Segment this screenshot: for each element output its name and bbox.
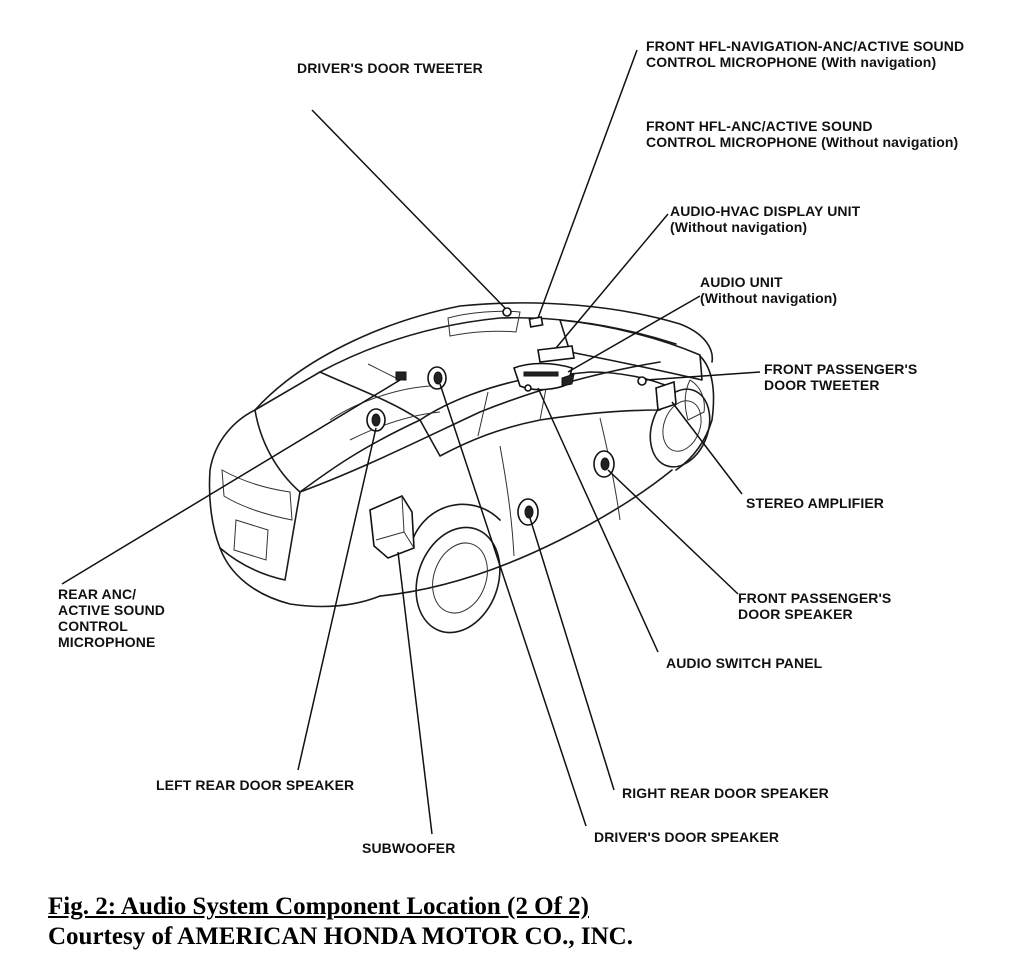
left-rear-speaker-cone bbox=[371, 413, 381, 427]
label-front-passenger-speaker: FRONT PASSENGER'S DOOR SPEAKER bbox=[738, 590, 891, 622]
leader-left-rear-speaker bbox=[297, 427, 377, 771]
figure-caption-credit: Courtesy of AMERICAN HONDA MOTOR CO., IN… bbox=[48, 923, 633, 950]
label-front-hfl-anc-line2: CONTROL MICROPHONE (Without navigation) bbox=[646, 134, 959, 150]
leader-front-microphone bbox=[537, 49, 638, 319]
leader-rear-anc-microphone bbox=[61, 379, 401, 585]
leader-drivers-door-tweeter bbox=[311, 109, 506, 309]
subwoofer-part bbox=[369, 494, 415, 559]
label-drivers-door-tweeter: DRIVER'S DOOR TWEETER bbox=[297, 60, 483, 76]
label-right-rear-door-speaker: RIGHT REAR DOOR SPEAKER bbox=[622, 785, 829, 801]
label-audio-unit-line1: AUDIO UNIT bbox=[700, 274, 783, 290]
label-front-hfl-anc-line1: FRONT HFL-ANC/ACTIVE SOUND bbox=[646, 118, 873, 134]
label-left-rear-speaker-text: LEFT REAR DOOR SPEAKER bbox=[156, 777, 355, 793]
car-front-wheel-rim bbox=[662, 400, 702, 452]
car-door-line-rear bbox=[499, 445, 515, 557]
car-body bbox=[208, 302, 715, 634]
audio-unit-knob bbox=[561, 373, 575, 387]
car-rear-seat-2 bbox=[349, 411, 441, 441]
label-front-pass-speaker-line2: DOOR SPEAKER bbox=[738, 606, 853, 622]
car-rear-seat bbox=[329, 385, 431, 421]
car-rear-wheel-rim bbox=[432, 542, 488, 614]
label-front-hfl-nav-line1: FRONT HFL-NAVIGATION-ANC/ACTIVE SOUND bbox=[646, 38, 965, 54]
label-audio-hvac-line1: AUDIO-HVAC DISPLAY UNIT bbox=[670, 203, 861, 219]
car-rear-end bbox=[208, 409, 301, 581]
label-left-rear-door-speaker: LEFT REAR DOOR SPEAKER bbox=[156, 777, 354, 793]
leader-audio-unit bbox=[567, 295, 701, 373]
label-audio-switch-panel: AUDIO SWITCH PANEL bbox=[666, 655, 822, 671]
rear-microphone-part bbox=[395, 371, 407, 381]
label-rear-anc-line1: REAR ANC/ bbox=[58, 586, 137, 602]
label-front-passenger-tweeter: FRONT PASSENGER'S DOOR TWEETER bbox=[764, 361, 917, 393]
label-audio-hvac-line2: (Without navigation) bbox=[670, 219, 808, 235]
label-rear-anc-line2: ACTIVE SOUND bbox=[58, 602, 165, 618]
label-audio-unit-line2: (Without navigation) bbox=[700, 290, 838, 306]
car-roof-inner bbox=[319, 316, 677, 373]
car-headlamp bbox=[684, 379, 705, 421]
label-audio-unit: AUDIO UNIT (Without navigation) bbox=[700, 274, 837, 306]
label-stereo-amplifier: STEREO AMPLIFIER bbox=[746, 495, 884, 511]
leader-lines bbox=[61, 49, 761, 835]
car-side-sill bbox=[379, 469, 673, 597]
car-front-wheel bbox=[649, 388, 711, 468]
car-sunroof bbox=[447, 310, 521, 337]
label-right-rear-speaker-text: RIGHT REAR DOOR SPEAKER bbox=[622, 785, 829, 801]
label-front-hfl-nav-microphone: FRONT HFL-NAVIGATION-ANC/ACTIVE SOUND CO… bbox=[646, 38, 964, 70]
leader-stereo-amplifier bbox=[671, 401, 743, 495]
label-rear-anc-line4: MICROPHONE bbox=[58, 634, 156, 650]
stereo-amplifier-part bbox=[655, 380, 677, 412]
audio-switch-panel-part bbox=[524, 384, 532, 392]
label-front-pass-tweeter-line2: DOOR TWEETER bbox=[764, 377, 880, 393]
leader-audio-hvac-display bbox=[555, 213, 669, 349]
car-rear-glass bbox=[254, 371, 421, 493]
leader-subwoofer bbox=[397, 551, 433, 835]
label-drivers-door-speaker: DRIVER'S DOOR SPEAKER bbox=[594, 829, 779, 845]
car-windshield bbox=[559, 319, 703, 381]
car-c-pillar bbox=[477, 391, 489, 437]
leader-right-rear-speaker bbox=[439, 383, 587, 827]
label-rear-anc-microphone: REAR ANC/ ACTIVE SOUND CONTROL MICROPHON… bbox=[58, 586, 165, 650]
front-microphone-part bbox=[528, 316, 544, 328]
leader-front-passenger-speaker bbox=[607, 469, 739, 595]
drivers-door-speaker-cone bbox=[524, 505, 534, 519]
car-belt-line bbox=[299, 361, 661, 493]
label-drivers-door-speaker-text: DRIVER'S DOOR SPEAKER bbox=[594, 829, 780, 845]
car-tail-lamp bbox=[221, 469, 293, 521]
figure-caption-title: Fig. 2: Audio System Component Location … bbox=[48, 893, 589, 920]
label-stereo-amplifier-text: STEREO AMPLIFIER bbox=[746, 495, 884, 511]
right-rear-speaker-cone bbox=[433, 371, 443, 385]
label-front-pass-tweeter-line1: FRONT PASSENGER'S bbox=[764, 361, 918, 377]
label-drivers-door-tweeter-text: DRIVER'S DOOR TWEETER bbox=[297, 60, 483, 76]
label-subwoofer: SUBWOOFER bbox=[362, 840, 455, 856]
label-front-hfl-anc-microphone: FRONT HFL-ANC/ACTIVE SOUND CONTROL MICRO… bbox=[646, 118, 958, 150]
car-rear-arch bbox=[409, 503, 501, 549]
rear-antenna bbox=[367, 363, 397, 379]
label-front-hfl-nav-line2: CONTROL MICROPHONE (With navigation) bbox=[646, 54, 937, 70]
label-audio-hvac-display-unit: AUDIO-HVAC DISPLAY UNIT (Without navigat… bbox=[670, 203, 860, 235]
audio-hvac-display-part bbox=[537, 345, 575, 363]
car-roof-outline bbox=[254, 302, 714, 411]
label-rear-anc-line3: CONTROL bbox=[58, 618, 128, 634]
leader-front-passenger-tweeter bbox=[645, 371, 761, 381]
audio-unit-slot bbox=[523, 371, 559, 377]
label-audio-switch-panel-text: AUDIO SWITCH PANEL bbox=[666, 655, 823, 671]
front-passenger-speaker-cone bbox=[600, 457, 610, 471]
car-front-end bbox=[675, 355, 715, 471]
components bbox=[366, 307, 677, 559]
leader-audio-switch-panel bbox=[537, 387, 659, 653]
car-license-recess bbox=[233, 519, 269, 561]
drivers-door-tweeter-part bbox=[502, 307, 512, 317]
leader-drivers-door-speaker bbox=[529, 517, 615, 791]
label-front-pass-speaker-line1: FRONT PASSENGER'S bbox=[738, 590, 892, 606]
car-rear-wheel bbox=[415, 526, 501, 634]
front-passenger-tweeter-part bbox=[637, 376, 647, 386]
car-rear-bumper bbox=[219, 547, 381, 608]
label-subwoofer-text: SUBWOOFER bbox=[362, 840, 456, 856]
subwoofer-edge bbox=[375, 495, 415, 549]
